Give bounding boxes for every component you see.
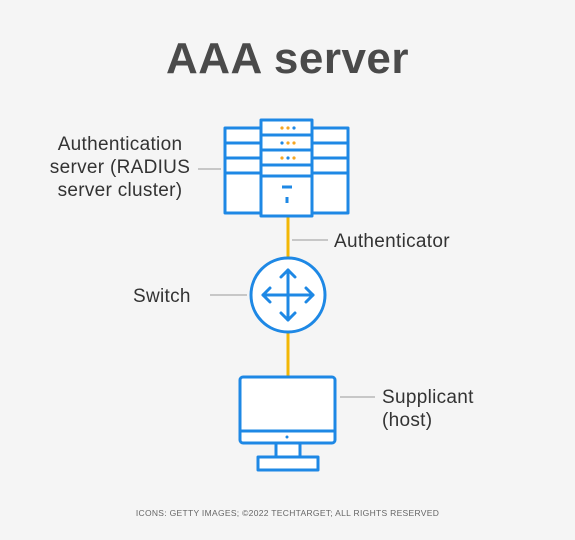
credits-footer: ICONS: GETTY IMAGES; ©2022 TECHTARGET; A… [135,508,440,518]
auth-server-label: Authentication server (RADIUS server clu… [44,133,196,202]
auth-server-label-line-1: Authentication [57,134,183,155]
switch-label: Switch [133,286,191,307]
server-cluster-icon [223,118,350,218]
authenticator-label: Authenticator [334,231,450,252]
switch-icon [249,256,327,334]
auth-server-label-line-2: server (RADIUS [49,157,191,178]
supplicant-label-line-2: (host) [382,410,433,431]
auth-server-label-line-3: server cluster) [57,180,183,201]
computer-monitor-icon [238,375,337,472]
server-status-leds [280,126,296,160]
supplicant-label-line-1: Supplicant [382,387,474,408]
supplicant-label: Supplicant (host) [382,386,474,432]
diagram-title: AAA server [165,34,410,83]
